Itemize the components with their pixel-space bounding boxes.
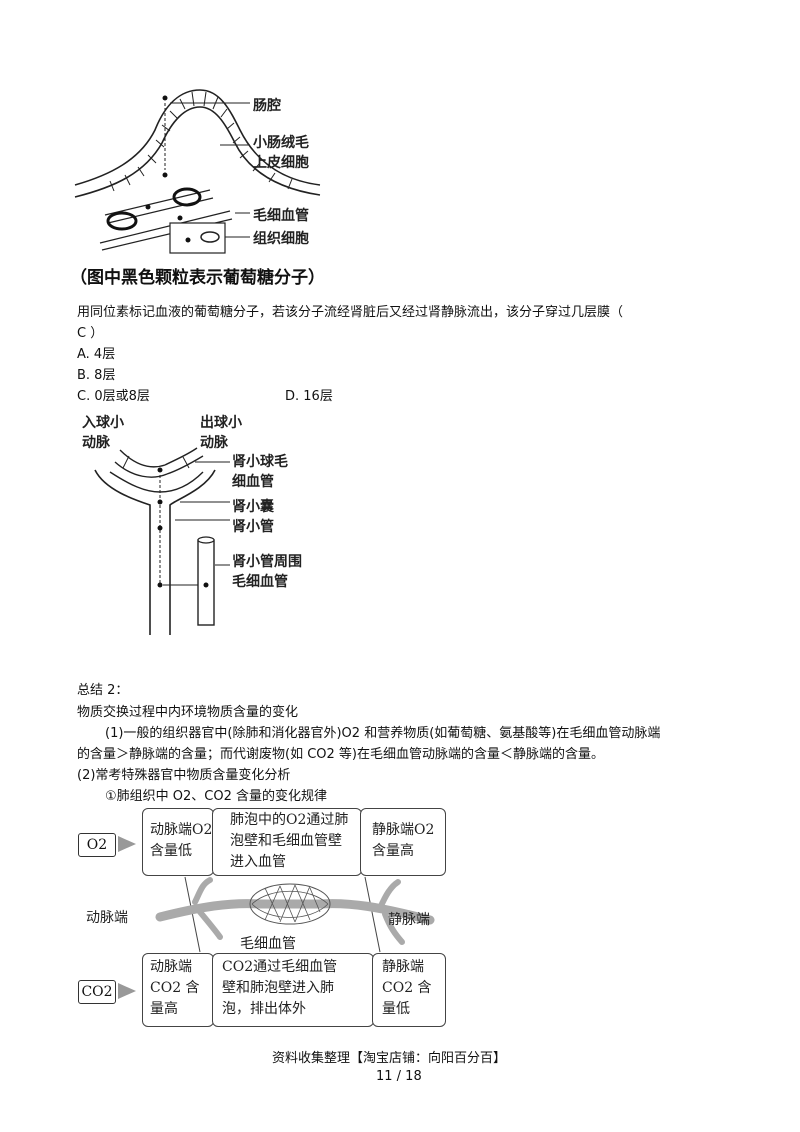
summary-p1-line2: 的含量＞静脉端的含量；而代谢废物(如 CO2 等)在毛细血管动脉端的含量＜静脉端…: [77, 747, 604, 762]
page-number: 11 / 18: [376, 1069, 422, 1084]
summary-p2-sub: ①肺组织中 O2、CO2 含量的变化规律: [105, 789, 328, 804]
label-villus-epithelium: 小肠绒毛 上皮细胞: [253, 135, 309, 171]
o2-exchange-box: [212, 808, 362, 876]
o2-tag: O2: [78, 833, 116, 857]
co2-vein-box: [372, 953, 446, 1027]
co2-vein-text: 静脉端 CO2 含 量低: [382, 959, 432, 1017]
label-lumen: 肠腔: [253, 98, 281, 114]
option-a: A. 4层: [77, 347, 116, 362]
option-c: C. 0层或8层: [77, 389, 150, 404]
summary-title: 总结 2：: [77, 683, 129, 698]
vein-end-label: 静脉端: [388, 912, 430, 928]
co2-tag-text: CO2: [81, 984, 113, 1000]
o2-arrow-icon: [118, 836, 136, 852]
label-peritubular-capillary: 肾小管周围 毛细血管: [232, 554, 302, 590]
footer-source: 资料收集整理【淘宝店铺：向阳百分百】: [272, 1051, 507, 1066]
co2-exchange-text: CO2通过毛细血管 壁和肺泡壁进入肺 泡，排出体外: [222, 959, 338, 1017]
o2-vein-text: 静脉端O2 含量高: [372, 822, 435, 859]
label-tissue-cell: 组织细胞: [253, 231, 309, 247]
intestine-villus-diagram: [74, 89, 321, 254]
co2-artery-box: [142, 953, 214, 1027]
o2-tag-text: O2: [86, 837, 108, 853]
figure1-caption: （图中黑色颗粒表示葡萄糖分子）: [70, 268, 325, 288]
question-answer: C ）: [77, 326, 104, 341]
co2-exchange-box: [212, 953, 374, 1027]
label-tubule: 肾小管: [232, 519, 274, 535]
option-b: B. 8层: [77, 368, 116, 383]
label-capillary: 毛细血管: [253, 208, 309, 224]
co2-arrow-icon: [118, 983, 136, 999]
label-efferent-arteriole: 出球小 动脉: [200, 415, 242, 451]
summary-subtitle: 物质交换过程中内环境物质含量的变化: [77, 705, 299, 720]
nephron-diagram: [94, 447, 230, 635]
o2-exchange-text: 肺泡中的O2通过肺 泡壁和毛细血管壁 进入血管: [230, 812, 349, 870]
label-afferent-arteriole: 入球小 动脉: [82, 415, 124, 451]
co2-tag: CO2: [78, 980, 116, 1004]
summary-p2: (2)常考特殊器官中物质含量变化分析: [77, 768, 291, 783]
o2-vein-box: [360, 808, 446, 876]
artery-end-label: 动脉端: [86, 910, 128, 926]
option-d: D. 16层: [285, 389, 333, 404]
capillary-label: 毛细血管: [240, 936, 296, 952]
co2-artery-text: 动脉端 CO2 含 量高: [150, 959, 200, 1017]
summary-p1-line1: (1)一般的组织器官中(除肺和消化器官外)O2 和营养物质(如葡萄糖、氨基酸等)…: [105, 726, 661, 741]
label-glomerulus: 肾小球毛 细血管: [232, 454, 288, 490]
question-text: 用同位素标记血液的葡萄糖分子，若该分子流经肾脏后又经过肾静脉流出，该分子穿过几层…: [77, 305, 624, 320]
o2-artery-text: 动脉端O2 含量低: [150, 822, 213, 859]
capillary-network-diagram: [155, 876, 435, 953]
label-capsule: 肾小囊: [232, 499, 274, 515]
